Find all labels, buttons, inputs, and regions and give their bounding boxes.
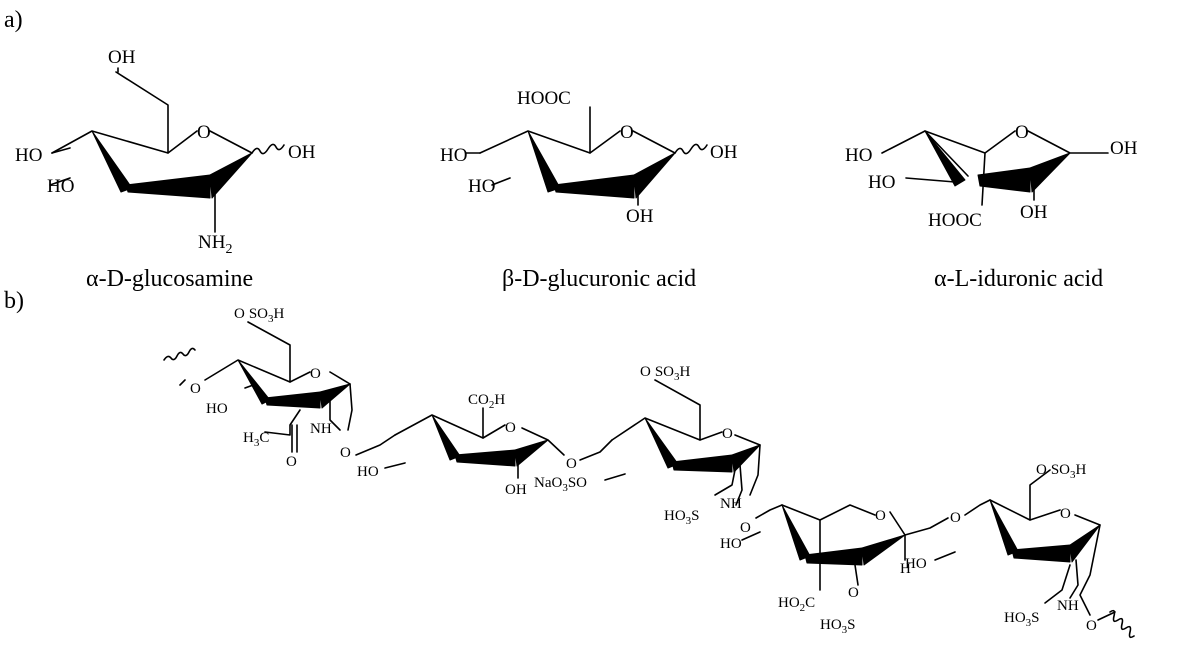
carboxylic-acid: CO2H — [468, 392, 505, 411]
label-ring-oxygen: O — [1015, 122, 1029, 143]
wedge-bond — [125, 174, 211, 199]
label-c3-ho: HO — [720, 536, 742, 552]
label-c6-hooc: HOOC — [517, 88, 571, 109]
caption-glucosamine: α-D-glucosamine — [86, 266, 253, 292]
label-ring-oxygen: O — [620, 122, 634, 143]
label-n-sulfo: HO3S — [1004, 610, 1040, 629]
caption-glucuronic-acid: β-D-glucuronic acid — [502, 266, 696, 292]
label-c3-ho: HO — [47, 176, 74, 197]
unit-2-glucuronic-acid: CO2H O HO OH O — [355, 392, 577, 498]
unit-4-iduronic-acid-2-sulfate: O HO HO2C O HO3S H O — [720, 504, 961, 636]
label-c3-ho: HO — [905, 556, 927, 572]
ring-bond — [51, 130, 198, 154]
label-ring-oxygen: O — [197, 122, 211, 143]
wavy-bond — [251, 143, 285, 155]
structure-glucosamine: OH O HO HO OH NH2 α-D-glucosamine — [15, 47, 316, 292]
label-nh: NH — [310, 421, 332, 437]
label-ring-oxygen: O — [505, 420, 516, 436]
label-ring-oxygen: O — [875, 508, 886, 524]
label-c1-oh: OH — [710, 142, 738, 163]
label-c6-hooc: HOOC — [928, 210, 982, 231]
label-ring-oxygen: O — [1060, 506, 1071, 522]
glycosidic-oxygen: O — [340, 445, 351, 461]
label-c2-oh: OH — [505, 482, 527, 498]
wedge-bond — [209, 152, 253, 199]
label-c4-o: O — [190, 381, 201, 397]
label-c4-ho: HO — [15, 145, 42, 166]
label-c6-oh: OH — [108, 47, 136, 68]
structure-glucuronic-acid: HOOC O HO HO OH OH β-D-glucuronic acid — [440, 88, 738, 292]
caption-iduronic-acid: α-L-iduronic acid — [934, 266, 1103, 292]
label-carbonyl-o: O — [286, 454, 297, 470]
label-c1-oh: OH — [1110, 138, 1138, 159]
wavy-bond — [674, 143, 708, 155]
panel-label-b: b) — [4, 288, 24, 314]
label-c1-oh: OH — [288, 142, 316, 163]
label-c4-ho: HO — [440, 145, 467, 166]
wavy-bond — [1109, 609, 1135, 639]
label-c2-nh2: NH2 — [198, 232, 232, 257]
label-c1-h: H — [900, 561, 911, 577]
wavy-bond — [163, 347, 196, 361]
label-nh: NH — [1057, 598, 1079, 614]
label-c4-ho: HO — [845, 145, 872, 166]
label-c3-ho: HO — [206, 401, 228, 417]
label-o-sulfo-oxygen: O — [848, 585, 859, 601]
label-n-sulfo: HO3S — [664, 508, 700, 527]
label-c3-ho: HO — [468, 176, 495, 197]
label-c2-oh: OH — [1020, 202, 1048, 223]
label-ring-oxygen: O — [310, 366, 321, 382]
terminal-glycosidic-oxygen: O — [1086, 618, 1097, 634]
label-c3-ho: HO — [357, 464, 379, 480]
glycosidic-oxygen: O — [950, 510, 961, 526]
label-nh: NH — [720, 496, 742, 512]
panel-label-a: a) — [4, 7, 23, 33]
label-ring-oxygen: O — [722, 426, 733, 442]
acetyl-methyl: H3C — [243, 430, 269, 449]
label-o-sulfo: HO3S — [820, 617, 856, 636]
structure-iduronic-acid: O HO HO HOOC OH OH α-L-iduronic acid — [845, 122, 1138, 292]
carboxylic-acid: HO2C — [778, 595, 815, 614]
glycosidic-oxygen: O — [740, 520, 751, 536]
wedge-bond — [91, 130, 133, 193]
glycosidic-oxygen: O — [566, 456, 577, 472]
label-c3-ho: HO — [868, 172, 895, 193]
label-c2-oh: OH — [626, 206, 654, 227]
label-c3-sodium-sulfate: NaO3SO — [534, 475, 587, 494]
